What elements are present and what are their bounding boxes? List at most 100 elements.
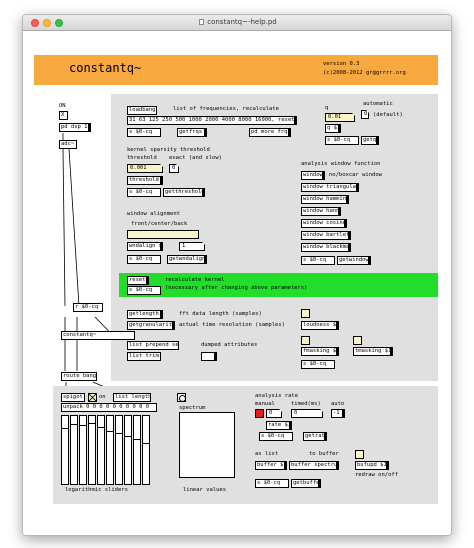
auto-label: auto [331,401,345,407]
getthreshold-message[interactable]: getthreshold [163,188,205,197]
to-buffer-label: to buffer [309,451,339,457]
window-cosine-message[interactable]: window cosine [301,219,347,228]
object-name: constantq~ [69,61,142,75]
q-auto-number[interactable]: 0 [361,110,369,119]
tmasking-toggle[interactable] [353,336,362,345]
tmasking-message[interactable]: tmasking $1 [353,347,393,356]
spectrum-array[interactable] [179,412,235,478]
spectrum-bang[interactable] [177,393,186,402]
version-label: version 0.3 [323,61,360,67]
masking-send-object[interactable]: s $0-cq [301,360,335,369]
align-send-object[interactable]: s $0-cq [127,255,161,264]
slider-knob [116,433,122,434]
window-bartlett-message[interactable]: window bartlett [301,231,351,240]
manual-bang[interactable] [255,409,264,418]
slider-knob [62,428,68,429]
buffer-spectrum-message[interactable]: buffer spectrum [289,461,339,470]
getfrqs-message[interactable]: getfrqs [177,128,207,137]
vertical-slider-10[interactable] [142,415,150,485]
threshold-message[interactable]: threshold $1 [127,176,163,185]
threshold-send-object[interactable]: s $0-cq [127,188,161,197]
adc-object[interactable]: adc~ [59,140,77,149]
getwindow-message[interactable]: getwindow [337,256,371,265]
bufupd-toggle[interactable] [355,450,364,459]
window-send-object[interactable]: s $0-cq [301,256,335,265]
vertical-slider-1[interactable] [61,415,69,485]
trim-object[interactable]: list trim [127,352,161,361]
vertical-slider-8[interactable] [124,415,132,485]
zoom-window-icon[interactable] [55,19,63,27]
loadbang-object[interactable]: loadbang [127,106,157,115]
spigot-object[interactable]: spigot [61,393,85,402]
dsp-toggle[interactable]: X [59,111,68,120]
list-length-object[interactable]: list length [113,393,151,402]
vertical-slider-2[interactable] [70,415,78,485]
title-bar[interactable]: constantq~-help.pd [23,15,451,31]
getbuffer-message[interactable]: getbuffer [291,479,321,488]
unpack-object[interactable]: unpack 0 0 0 0 0 0 0 0 0 0 [61,403,157,412]
vertical-slider-5[interactable] [97,415,105,485]
fmasking-toggle[interactable] [301,336,310,345]
loudness-toggle[interactable] [301,309,310,318]
rate-send-object[interactable]: s $0-cq [259,432,293,441]
vertical-slider-7[interactable] [115,415,123,485]
vertical-slider-6[interactable] [106,415,114,485]
rate-message[interactable]: rate $1 [266,421,292,430]
receive-object[interactable]: r $0-cq [73,303,103,312]
prepend-object[interactable]: list prepend set [127,341,179,350]
window-hamming-message[interactable]: window hamming [301,195,349,204]
window-message[interactable]: window [301,171,325,180]
window-blackman-message[interactable]: window blackman [301,243,351,252]
window-hann-message[interactable]: window hann [301,207,341,216]
reset-message[interactable]: reset [127,276,149,285]
dumped-message-box[interactable] [201,352,217,361]
cord-adc-left [62,148,66,307]
fmasking-message[interactable]: fmasking $1 [301,347,339,356]
getgranularity-message[interactable]: getgranularity [127,321,175,330]
q-send-object[interactable]: s $0-cq [325,136,359,145]
length-comment: fft data length (samples) [179,311,262,317]
q-message[interactable]: q $1 [325,124,341,133]
getlength-message[interactable]: getlength [127,310,163,319]
vertical-slider-9[interactable] [133,415,141,485]
slider-knob [71,424,77,425]
granularity-comment: actual time resolution (samples) [179,322,285,328]
kernel-heading: kernel sparsity threshold [127,147,210,153]
align-number[interactable]: 1 [179,242,205,251]
freq-send-object[interactable]: s $0-cq [127,128,161,137]
timed-number[interactable]: 0 [291,409,323,418]
exact-number[interactable]: 0 [169,164,179,173]
log-sliders-label: logarithmic sliders [65,487,128,493]
auto-message[interactable]: -1 [331,409,345,418]
window-triangular-message[interactable]: window triangular [301,183,359,192]
wndalign-message[interactable]: wndalign $1 [127,242,163,251]
buffer-send-object[interactable]: s $0-cq [255,479,289,488]
vertical-slider-3[interactable] [79,415,87,485]
align-slider[interactable] [127,230,199,239]
redraw-label: redraw on/off [355,472,399,478]
more-frqs-message[interactable]: pd more frqs [249,128,291,137]
q-number[interactable]: 0.01 [325,113,355,122]
minimize-window-icon[interactable] [43,19,51,27]
threshold-number[interactable]: 0.001 [127,164,163,173]
freq-list-message[interactable]: 31 63 125 250 500 1000 2000 4000 8000 16… [127,116,297,125]
manual-number[interactable]: 0 [266,409,282,418]
getwndalign-message[interactable]: getwndalign [167,255,207,264]
loudness-message[interactable]: loudness $1 [301,321,339,330]
route-bang-object[interactable]: route bang [61,372,97,381]
getq-message[interactable]: getq [361,136,379,145]
spigot-toggle[interactable] [88,393,97,402]
bufupd-message[interactable]: bufupd $1 [355,461,389,470]
slider-knob [134,439,140,440]
close-window-icon[interactable] [31,19,39,27]
patch-canvas[interactable]: constantq~ version 0.3 (c)2008-2012 gr@g… [23,31,451,535]
getrate-message[interactable]: getrate [303,432,327,441]
buffer-message[interactable]: buffer $1 [255,461,287,470]
freq-comment: list of frequencies, recalculate [173,106,279,112]
vertical-slider-4[interactable] [88,415,96,485]
document-icon [199,19,205,25]
constantq-object[interactable]: constantq~ [61,331,135,340]
reset-send-object[interactable]: s $0-cq [127,286,161,295]
dsp-message[interactable]: pd dsp 1 [59,123,91,132]
on-label: ON [59,103,66,109]
